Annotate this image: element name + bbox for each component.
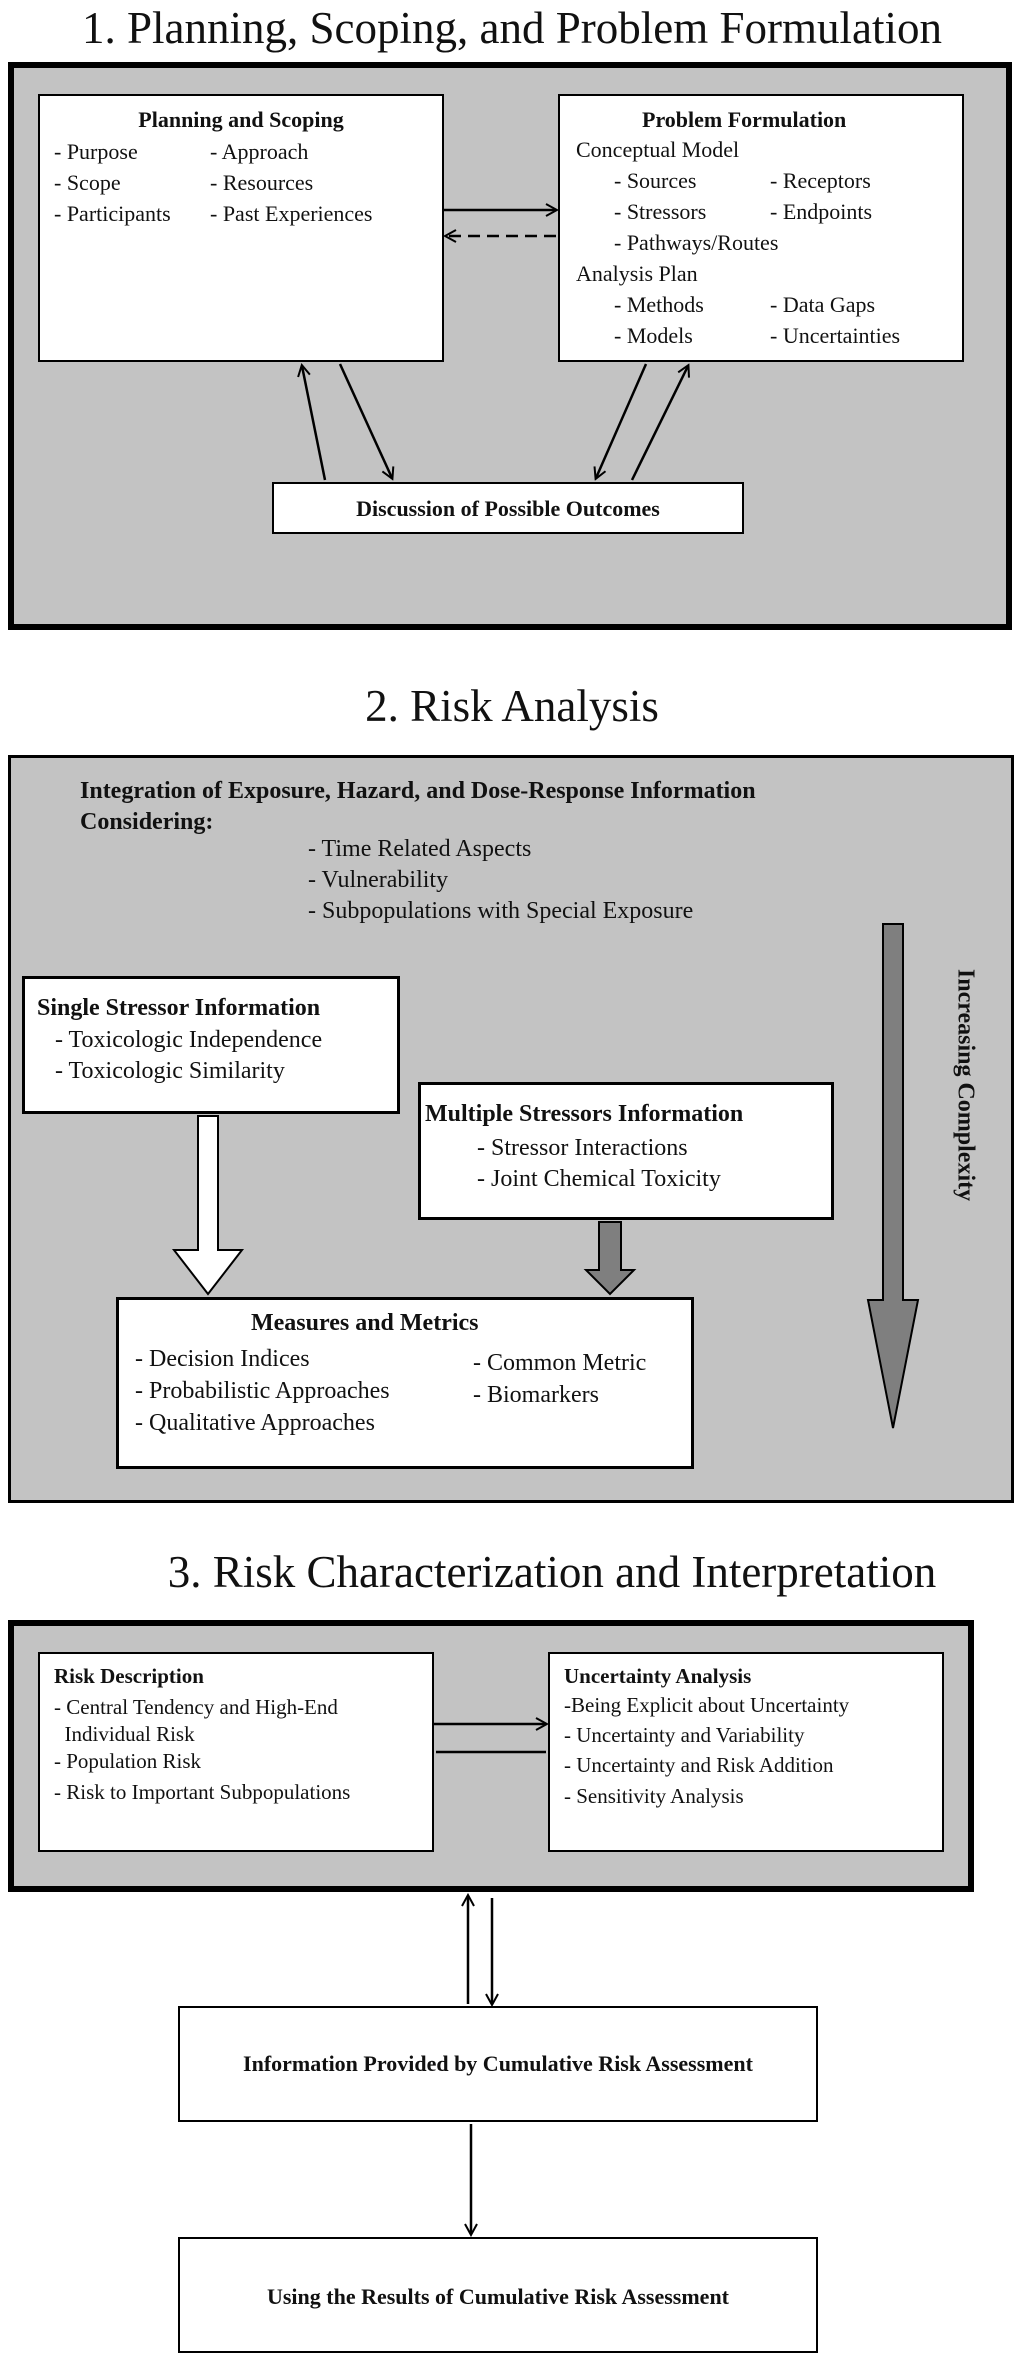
information-provided-label: Information Provided by Cumulative Risk …	[243, 2051, 753, 2076]
planning-item-past-experiences: - Past Experiences	[210, 201, 373, 226]
measures-item-qualitative: - Qualitative Approaches	[135, 1410, 375, 1436]
problem-formulation-box: Problem Formulation Conceptual Model - S…	[558, 94, 964, 362]
arrow-outcomes-to-planning	[302, 366, 327, 481]
conceptual-model-label: Conceptual Model	[576, 137, 740, 162]
planning-item-participants: - Participants	[54, 201, 171, 226]
integration-line1: Integration of Exposure, Hazard, and Dos…	[80, 778, 756, 804]
risk-description-box: Risk Description - Central Tendency and …	[38, 1652, 434, 1852]
risk-description-title: Risk Description	[54, 1664, 204, 1688]
planning-item-scope: - Scope	[54, 170, 121, 195]
arrow-problem-to-outcomes	[596, 363, 648, 478]
conceptual-item-stressors: - Stressors	[614, 199, 707, 224]
measures-metrics-box: Measures and Metrics - Decision Indices …	[116, 1297, 694, 1469]
measures-metrics-title: Measures and Metrics	[251, 1310, 479, 1336]
measures-item-biomarkers: - Biomarkers	[473, 1382, 599, 1408]
planning-item-resources: - Resources	[210, 170, 314, 195]
uncertainty-item-risk-addition: - Uncertainty and Risk Addition	[564, 1753, 834, 1777]
possible-outcomes-box: Discussion of Possible Outcomes	[272, 482, 744, 534]
section1-heading: 1. Planning, Scoping, and Problem Formul…	[82, 3, 942, 53]
single-stressor-box: Single Stressor Information - Toxicologi…	[22, 976, 400, 1114]
risk-item-population-risk: - Population Risk	[54, 1749, 202, 1773]
risk-item-subpopulations: - Risk to Important Subpopulations	[54, 1780, 351, 1804]
single-item-similarity: - Toxicologic Similarity	[55, 1058, 285, 1084]
planning-item-purpose: - Purpose	[54, 139, 138, 164]
section3-heading: 3. Risk Characterization and Interpretat…	[167, 1547, 937, 1597]
analysis-item-uncertainties: - Uncertainties	[770, 323, 901, 348]
measures-item-decision-indices: - Decision Indices	[135, 1346, 310, 1372]
uncertainty-item-sensitivity: - Sensitivity Analysis	[564, 1784, 744, 1808]
arrow-outcomes-to-problem	[630, 366, 688, 481]
considering-item-vulnerability: - Vulnerability	[308, 867, 449, 893]
measures-item-probabilistic: - Probabilistic Approaches	[135, 1378, 390, 1404]
conceptual-item-endpoints: - Endpoints	[770, 199, 873, 224]
uncertainty-item-explicit: -Being Explicit about Uncertainty	[564, 1693, 850, 1717]
analysis-item-data-gaps: - Data Gaps	[770, 292, 876, 317]
measures-item-common-metric: - Common Metric	[473, 1350, 647, 1376]
analysis-item-methods: - Methods	[614, 292, 704, 317]
planning-scoping-box: Planning and Scoping - Purpose - Scope -…	[38, 94, 444, 362]
problem-formulation-title: Problem Formulation	[642, 107, 847, 132]
single-item-independence: - Toxicologic Independence	[55, 1027, 323, 1053]
planning-item-approach: - Approach	[210, 139, 309, 164]
analysis-item-models: - Models	[614, 323, 693, 348]
risk-item-central-tendency: - Central Tendency and High-End	[54, 1695, 338, 1719]
conceptual-item-sources: - Sources	[614, 168, 697, 193]
arrow-multiple-to-measures	[583, 1221, 637, 1296]
using-results-label: Using the Results of Cumulative Risk Ass…	[266, 2284, 730, 2309]
section2-heading: 2. Risk Analysis	[365, 681, 659, 731]
information-provided-box: Information Provided by Cumulative Risk …	[178, 2006, 818, 2122]
risk-item-individual-risk: Individual Risk	[54, 1722, 195, 1746]
analysis-plan-label: Analysis Plan	[576, 261, 698, 286]
single-stressor-title: Single Stressor Information	[37, 995, 321, 1021]
uncertainty-analysis-title: Uncertainty Analysis	[564, 1664, 752, 1688]
conceptual-item-pathways: - Pathways/Routes	[614, 230, 779, 255]
considering-item-time: - Time Related Aspects	[308, 836, 532, 862]
conceptual-item-receptors: - Receptors	[770, 168, 871, 193]
possible-outcomes-label: Discussion of Possible Outcomes	[356, 496, 660, 521]
considering-item-subpopulations: - Subpopulations with Special Exposure	[308, 898, 694, 924]
arrow-planning-to-outcomes	[338, 363, 392, 478]
multiple-item-joint-toxicity: - Joint Chemical Toxicity	[477, 1166, 721, 1192]
using-results-box: Using the Results of Cumulative Risk Ass…	[178, 2237, 818, 2353]
uncertainty-analysis-box: Uncertainty Analysis -Being Explicit abo…	[548, 1652, 944, 1852]
planning-scoping-title: Planning and Scoping	[138, 107, 344, 132]
arrow-increasing-complexity	[866, 923, 920, 1429]
multiple-stressors-title: Multiple Stressors Information	[425, 1101, 744, 1127]
arrow-single-to-measures	[171, 1115, 245, 1296]
integration-line2: Considering:	[80, 809, 214, 835]
uncertainty-item-variability: - Uncertainty and Variability	[564, 1723, 805, 1747]
multiple-stressors-box: Multiple Stressors Information - Stresso…	[418, 1082, 834, 1220]
multiple-item-interactions: - Stressor Interactions	[477, 1135, 688, 1161]
